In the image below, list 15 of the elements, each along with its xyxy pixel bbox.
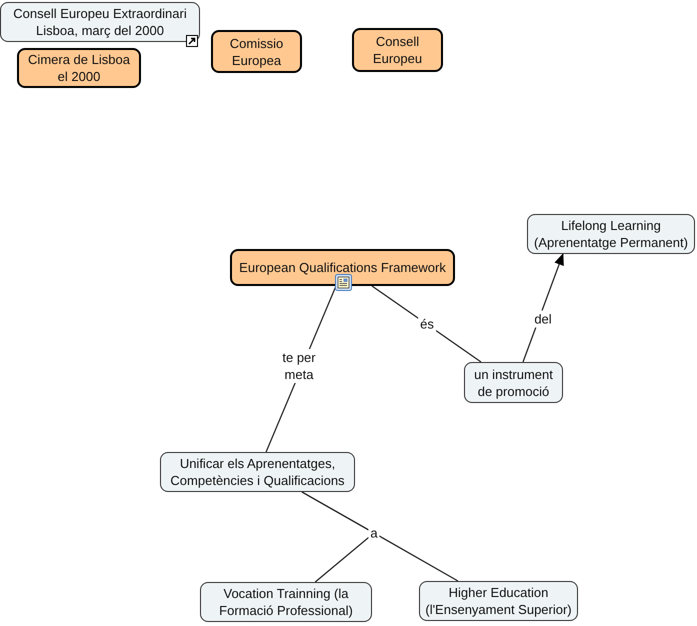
concept-box: Consell Europeu [352,28,443,72]
concept-box: European Qualifications Framework [230,249,455,286]
tooltip-box: Consell Europeu Extraordinari Lisboa, març del 2000 [0,2,200,42]
connector-line [302,491,458,582]
concept-box: Vocation Trainning (la Formació Professional) [200,582,372,622]
concept-box: Unificar els Aprenentatges, Competències i Qualificacions [160,452,355,492]
arrow [522,253,564,362]
edge-label: és [418,316,436,332]
connector-line [372,286,482,362]
concept-box: Lifelong Learning (Aprenentatge Permanent) [527,214,695,254]
edge-label: del [532,310,554,328]
concept-box: un instrument de promoció [464,362,563,403]
concept-box: Higher Education (l'Ensenyament Superior) [419,581,578,621]
concept-box: Cimera de Lisboa el 2000 [17,48,141,88]
concept-box: Comissio Europea [211,30,302,73]
